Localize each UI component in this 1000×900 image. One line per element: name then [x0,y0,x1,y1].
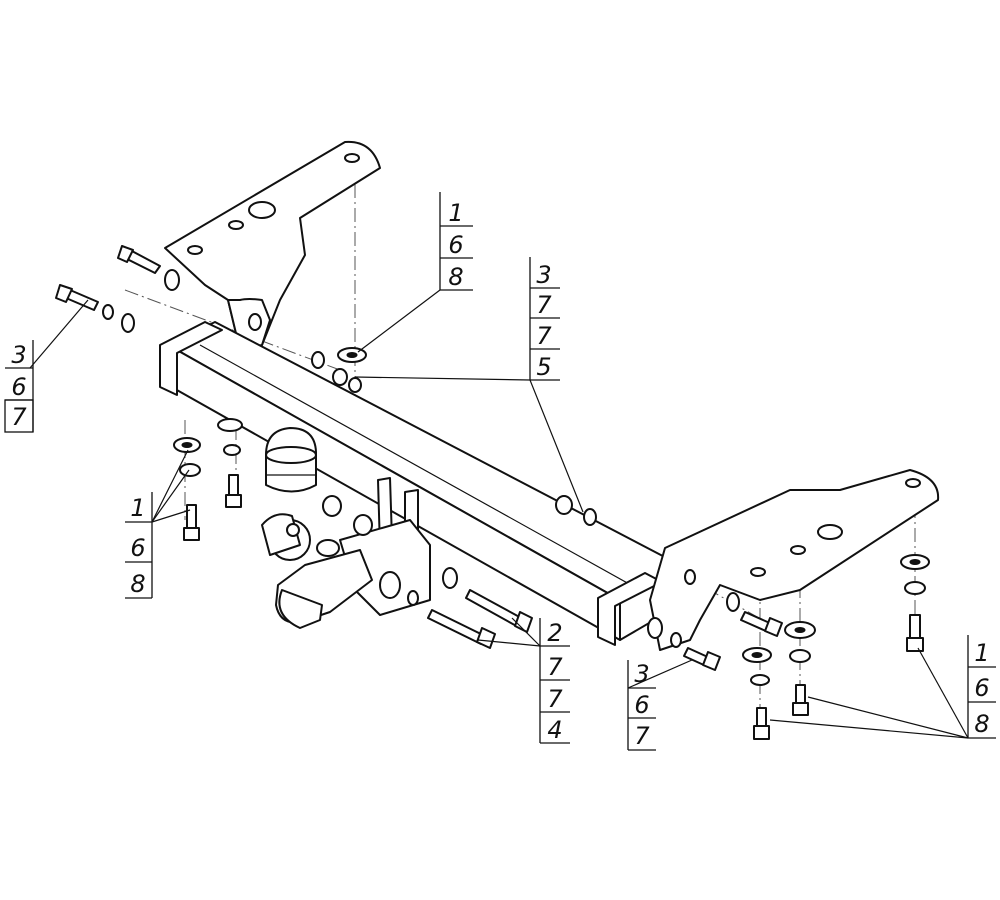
bolt-long-2 [427,609,496,649]
callout-value: 6 [11,373,26,401]
callout-left: 3 6 7 [4,340,34,433]
callout-value: 6 [130,534,145,562]
bolt-long-1 [465,589,533,633]
callout-value: 6 [974,674,989,702]
callout-value: 1 [130,494,145,522]
callout-value: 8 [130,570,145,598]
callout-value: 8 [974,710,989,738]
callout-value: 3 [536,261,551,289]
callout-top-center: 1 6 8 [439,192,473,291]
callout-value: 5 [536,353,551,381]
bolt-lower-left [183,504,200,541]
bolt-right-vertical-2 [792,684,809,716]
callout-value: 7 [634,722,650,750]
tow-ball-assembly [261,477,431,629]
bolts [55,245,924,740]
callout-bottom-right-center: 3 6 7 [627,660,656,751]
callout-value: 3 [11,341,26,369]
bolt-center-right [683,647,721,671]
callout-value: 7 [11,403,27,431]
callout-value: 1 [974,639,989,667]
callout-value: 4 [547,716,562,744]
callout-value: 6 [634,691,649,719]
left-mounting-bracket [164,140,381,351]
callout-value: 7 [547,685,563,713]
callout-bottom-center: 2 7 7 4 [539,618,570,744]
callout-value: 6 [448,231,463,259]
washers-and-nuts [102,269,930,686]
callout-value: 7 [547,653,563,681]
callout-value: 7 [536,291,552,319]
ball-cap [265,427,317,493]
bolt-right-horizontal [740,611,783,637]
callout-value: 3 [634,660,649,688]
callout-value: 7 [536,322,552,350]
right-mounting-bracket [649,469,940,651]
bolt-right-vertical-3 [753,707,770,740]
callout-value: 8 [448,263,463,291]
bolt-right-vertical-1 [906,614,924,652]
callout-value: 1 [448,199,463,227]
callout-lower-left: 1 6 8 [125,492,153,599]
bolt-left [55,284,99,311]
bolt-top-left [117,245,161,274]
callout-right: 1 6 8 [967,635,996,739]
bolt-lower-left-2 [225,474,242,508]
leader-lines [29,289,969,739]
callout-value: 2 [547,619,562,647]
callout-top-right: 3 7 7 5 [529,257,560,381]
